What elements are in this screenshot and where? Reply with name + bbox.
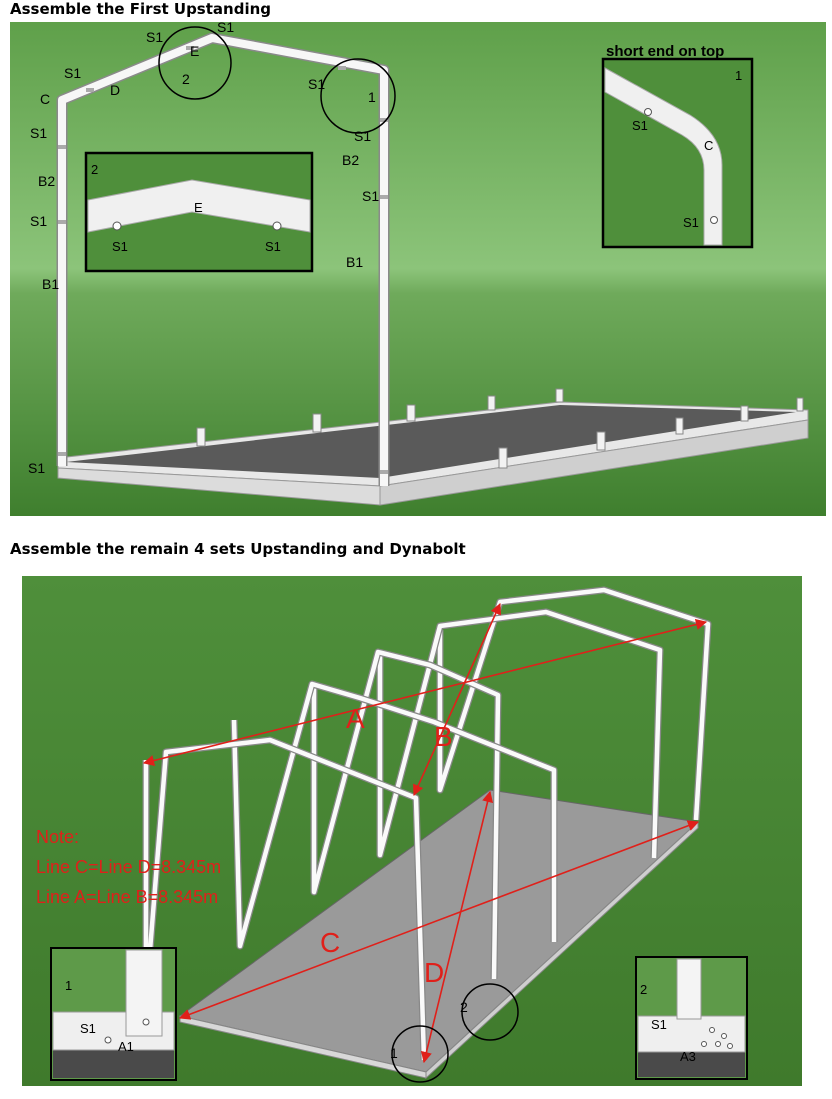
callout-circle-2 <box>158 26 232 100</box>
label-s1-left-low: S1 <box>30 213 47 229</box>
line-label-c: C <box>320 927 340 958</box>
label-d-left: D <box>110 82 120 98</box>
measurement-lines <box>142 602 708 1064</box>
inset-left-label-a1: A1 <box>118 1039 134 1054</box>
inset-left-label-s1: S1 <box>80 1021 96 1036</box>
label-s1-right-mid: S1 <box>354 128 371 144</box>
line-label-a: A <box>346 703 365 734</box>
label-circle-1: 1 <box>368 89 376 105</box>
frame-fittings <box>58 46 388 474</box>
heading-remaining-upstandings: Assemble the remain 4 sets Upstanding an… <box>10 540 466 558</box>
inset-left-number: 1 <box>65 978 72 993</box>
label-s1-top-left: S1 <box>146 29 163 45</box>
note-line-1: Line C=Line D=8.345m <box>36 857 221 877</box>
label-e-top: E <box>190 43 199 59</box>
floor-surface <box>66 405 796 478</box>
callout-circle-2 <box>461 983 519 1041</box>
heading-first-upstanding: Assemble the First Upstanding <box>10 0 272 18</box>
inset-right-label-s1: S1 <box>651 1017 667 1032</box>
note-title: Note: <box>36 827 79 847</box>
inset1-label-c: C <box>704 138 713 153</box>
label-s1-left-upper: S1 <box>64 65 81 81</box>
inset2-label-s1-right: S1 <box>265 239 281 254</box>
note-line-2: Line A=Line B=8.345m <box>36 887 218 907</box>
inset1-title: short end on top <box>606 43 724 60</box>
inset-base-detail-1: 1 S1 A1 <box>50 947 177 1081</box>
inset2-label-e: E <box>194 200 203 215</box>
callout-circle-1 <box>320 58 396 134</box>
panel-first-upstanding: S1 S1 E 2 S1 C D S1 1 S1 B2 S1 B1 S1 B2 … <box>10 19 826 516</box>
label-b1-left: B1 <box>42 276 59 292</box>
callout-circle-1 <box>391 1025 449 1083</box>
line-label-b: B <box>434 721 453 752</box>
floor-posts <box>196 388 804 469</box>
floor-edge-right <box>379 419 809 506</box>
label-b2-left: B2 <box>38 173 55 189</box>
circle-label-1: 1 <box>390 1045 398 1061</box>
inset1-number: 1 <box>735 68 742 83</box>
inset-apex-detail: 2 E S1 S1 <box>84 151 314 273</box>
line-label-d: D <box>424 957 444 988</box>
inset-right-label-a3: A3 <box>680 1049 696 1064</box>
label-s1-base: S1 <box>28 460 45 476</box>
label-s1-left-mid: S1 <box>30 125 47 141</box>
line-b <box>413 602 501 797</box>
inset1-label-s1-top: S1 <box>632 118 648 133</box>
label-c-left: C <box>40 91 50 107</box>
panel-remaining-upstandings: A B C D Note: Line C=Line D=8.345m Line … <box>22 576 802 1086</box>
inset2-number: 2 <box>91 162 98 177</box>
circle-label-2: 2 <box>460 999 468 1015</box>
inset-base-detail-2: 2 S1 A3 <box>635 956 748 1080</box>
label-circle-2: 2 <box>182 71 190 87</box>
label-s1-right-upper: S1 <box>308 76 325 92</box>
line-d <box>420 790 494 1064</box>
inset-right-number: 2 <box>640 982 647 997</box>
inset1-label-s1-bottom: S1 <box>683 215 699 230</box>
label-s1-top-right: S1 <box>217 19 234 35</box>
inset2-label-s1-left: S1 <box>112 239 128 254</box>
label-s1-right-low: S1 <box>362 188 379 204</box>
label-b2-right: B2 <box>342 152 359 168</box>
label-b1-right: B1 <box>346 254 363 270</box>
inset-corner-detail: short end on top 1 S1 C S1 <box>601 43 754 249</box>
